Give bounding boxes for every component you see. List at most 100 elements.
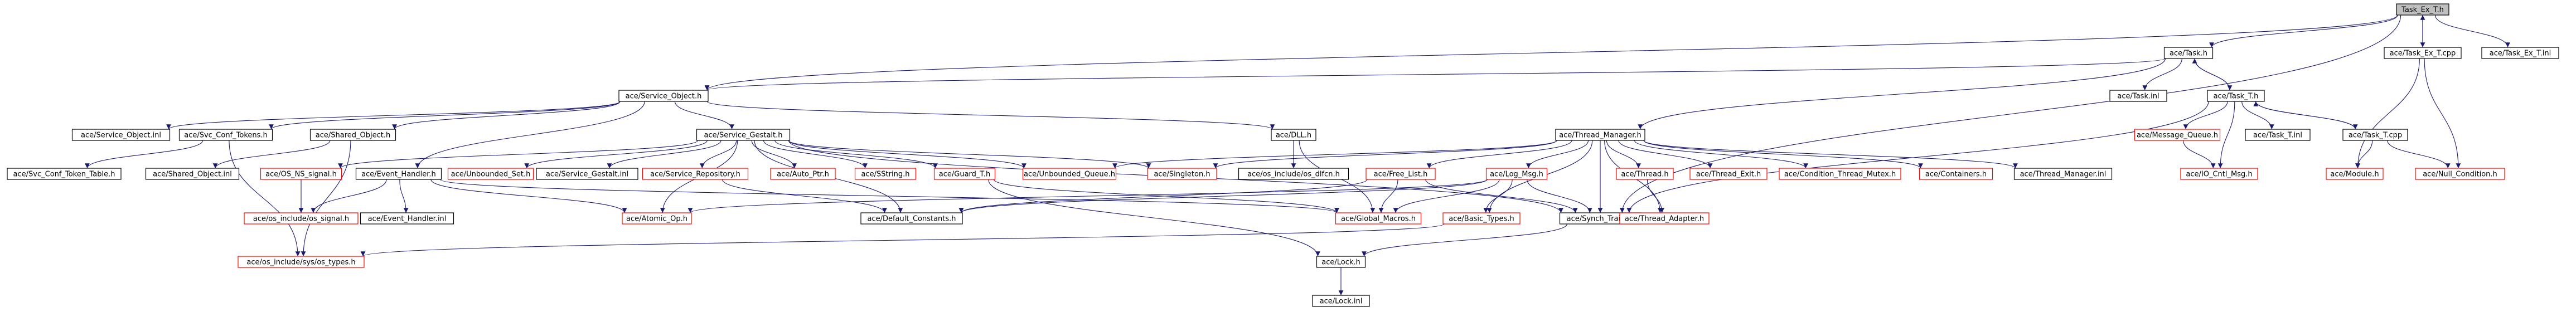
node-label: ace/Thread_Exit.h: [1696, 170, 1761, 179]
node-box: [2245, 129, 2311, 141]
node-singleton-h[interactable]: ace/Singleton.h: [1147, 168, 1217, 180]
node-lock-inl[interactable]: ace/Lock.inl: [1312, 295, 1370, 307]
node-box: [244, 212, 359, 225]
node-service-gestalt-inl[interactable]: ace/Service_Gestalt.inl: [536, 168, 638, 180]
node-box: [1335, 212, 1422, 225]
node-log-msg-h[interactable]: ace/Log_Msg.h: [1485, 168, 1548, 180]
node-condition-thread-mutex-h[interactable]: ace/Condition_Thread_Mutex.h: [1779, 168, 1901, 180]
node-label: ace/Thread_Manager.inl: [2020, 170, 2107, 179]
node-label: ace/Svc_Conf_Tokens.h: [184, 131, 268, 140]
node-box: [1022, 168, 1117, 180]
node-label: ace/Atomic_Op.h: [626, 215, 687, 223]
node-label: ace/Lock.h: [1321, 259, 1360, 267]
node-label: ace/Global_Macros.h: [1341, 215, 1416, 223]
node-label: ace/Service_Object.inl: [81, 131, 161, 140]
node-label: ace/Task_T.cpp: [2349, 131, 2402, 140]
node-label: ace/Module.h: [2330, 170, 2379, 179]
edge-service-object-h-to-service-gestalt-h: [674, 101, 734, 130]
node-dll-h[interactable]: ace/DLL.h: [1271, 129, 1316, 141]
node-service-repository-h[interactable]: ace/Service_Repository.h: [642, 168, 749, 180]
edge-thread-h-to-thread-adapter-h: [1647, 179, 1665, 213]
node-box: [1238, 168, 1349, 180]
edge-service-gestalt-h-to-sstring-h: [763, 140, 868, 169]
node-label: ace/Event_Handler.h: [361, 170, 436, 179]
node-lock-h[interactable]: ace/Lock.h: [1316, 256, 1366, 268]
node-event-handler-h[interactable]: ace/Event_Handler.h: [355, 168, 442, 180]
node-os-ns-signal-h[interactable]: ace/OS_NS_signal.h: [260, 168, 342, 180]
node-task-ex-t-cpp[interactable]: ace/Task_Ex_T.cpp: [2384, 47, 2462, 59]
node-null-condition-h[interactable]: ace/Null_Condition.h: [2415, 168, 2505, 180]
node-label: ace/DLL.h: [1276, 131, 1311, 140]
node-unbounded-queue-h[interactable]: ace/Unbounded_Queue.h: [1022, 168, 1117, 180]
node-box: [860, 212, 963, 225]
edge-task-t-cpp-to-null-condition-h: [2387, 140, 2451, 169]
node-box: [2396, 3, 2449, 16]
node-io-cntl-msg-h[interactable]: ace/IO_Cntl_Msg.h: [2180, 168, 2258, 180]
node-default-constants-h[interactable]: ace/Default_Constants.h: [860, 212, 963, 225]
edge-thread-manager-h-to-singleton-h: [1213, 140, 1557, 169]
node-box: [2207, 90, 2265, 102]
node-os-include-sys-os-types-h[interactable]: ace/os_include/sys/os_types.h: [238, 256, 365, 268]
node-unbounded-set-h[interactable]: ace/Unbounded_Set.h: [447, 168, 534, 180]
node-box: [309, 129, 396, 141]
node-task-t-inl[interactable]: ace/Task_T.inl: [2245, 129, 2311, 141]
node-box: [238, 256, 365, 268]
node-box: [2013, 168, 2113, 180]
node-label: ace/Service_Object.h: [626, 92, 702, 101]
node-thread-adapter-h[interactable]: ace/Thread_Adapter.h: [1619, 212, 1710, 225]
node-event-handler-inl[interactable]: ace/Event_Handler.inl: [360, 212, 454, 225]
node-thread-h[interactable]: ace/Thread.h: [1616, 168, 1674, 180]
node-service-object-inl[interactable]: ace/Service_Object.inl: [71, 129, 171, 141]
node-box: [1316, 256, 1366, 268]
edge-layer: [85, 14, 2510, 295]
node-thread-manager-inl[interactable]: ace/Thread_Manager.inl: [2013, 168, 2113, 180]
node-box: [145, 168, 240, 180]
node-label: ace/Message_Queue.h: [2137, 131, 2218, 140]
node-label: ace/Task_Ex_T.cpp: [2390, 50, 2456, 58]
node-basic-types-h[interactable]: ace/Basic_Types.h: [1442, 212, 1521, 225]
node-module-h[interactable]: ace/Module.h: [2326, 168, 2384, 180]
node-auto-ptr-h[interactable]: ace/Auto_Ptr.h: [770, 168, 836, 180]
node-label: ace/Thread_Manager.h: [1559, 131, 1642, 140]
node-box: [1779, 168, 1901, 180]
node-label: ace/Unbounded_Set.h: [451, 170, 531, 179]
node-task-ex-t-inl[interactable]: ace/Task_Ex_T.inl: [2481, 47, 2559, 59]
node-svc-conf-tokens-h[interactable]: ace/Svc_Conf_Tokens.h: [178, 129, 273, 141]
node-free-list-h[interactable]: ace/Free_List.h: [1366, 168, 1436, 180]
node-task-inl[interactable]: ace/Task.inl: [2109, 90, 2167, 102]
node-shared-object-inl[interactable]: ace/Shared_Object.inl: [145, 168, 240, 180]
node-containers-h[interactable]: ace/Containers.h: [1919, 168, 1993, 180]
node-task-t-cpp[interactable]: ace/Task_T.cpp: [2342, 129, 2408, 141]
node-label: ace/Basic_Types.h: [1449, 215, 1514, 223]
node-label: ace/Service_Gestalt.inl: [546, 170, 628, 179]
node-guard-t-h[interactable]: ace/Guard_T.h: [933, 168, 996, 180]
node-service-gestalt-h[interactable]: ace/Service_Gestalt.h: [696, 129, 791, 141]
edge-task-t-h-to-task-h: [2192, 58, 2230, 91]
edge-task-h-to-thread-manager-h: [1638, 58, 2166, 130]
node-thread-exit-h[interactable]: ace/Thread_Exit.h: [1689, 168, 1768, 180]
edge-free-list-h-to-synch-traits-h: [1425, 179, 1578, 213]
node-service-object-h[interactable]: ace/Service_Object.h: [618, 90, 709, 102]
node-box: [178, 129, 273, 141]
node-task-h[interactable]: ace/Task.h: [2163, 47, 2214, 59]
node-box: [1619, 212, 1710, 225]
node-os-include-os-dlfcn-h[interactable]: ace/os_include/os_dlfcn.h: [1238, 168, 1349, 180]
node-message-queue-h[interactable]: ace/Message_Queue.h: [2134, 129, 2221, 141]
edge-task-t-cpp-to-module-h: [2355, 140, 2373, 169]
node-atomic-op-h[interactable]: ace/Atomic_Op.h: [622, 212, 692, 225]
node-svc-conf-token-table-h[interactable]: ace/Svc_Conf_Token_Table.h: [7, 168, 122, 180]
node-box: [536, 168, 638, 180]
node-label: ace/Log_Msg.h: [1490, 170, 1543, 179]
node-box: [1147, 168, 1217, 180]
node-os-include-os-signal-h[interactable]: ace/os_include/os_signal.h: [244, 212, 359, 225]
node-label: ace/Guard_T.h: [939, 170, 990, 179]
node-sstring-h[interactable]: ace/SString.h: [854, 168, 917, 180]
node-thread-manager-h[interactable]: ace/Thread_Manager.h: [1555, 129, 1645, 141]
node-task-t-h[interactable]: ace/Task_T.h: [2207, 90, 2265, 102]
node-box: [2326, 168, 2384, 180]
node-shared-object-h[interactable]: ace/Shared_Object.h: [309, 129, 396, 141]
node-global-macros-h[interactable]: ace/Global_Macros.h: [1335, 212, 1422, 225]
node-box: [2481, 47, 2559, 59]
node-box: [2109, 90, 2167, 102]
edge-thread-manager-h-to-log-msg-h: [1526, 140, 1589, 169]
